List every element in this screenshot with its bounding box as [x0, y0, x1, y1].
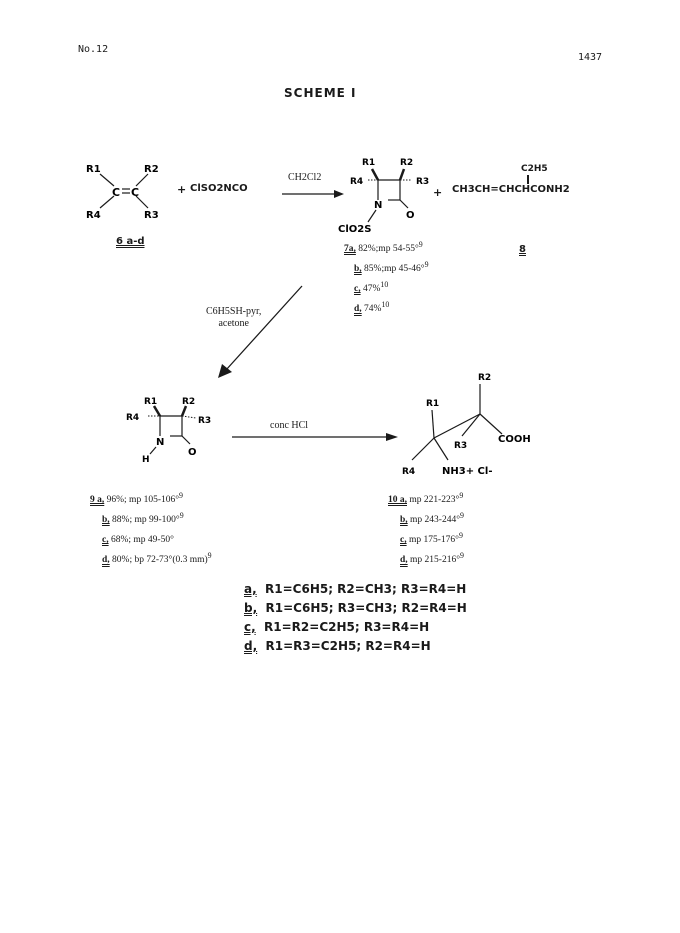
amino-acid-10-structure: R2 R1 COOH R3 R4 NH3+ Cl-: [398, 364, 548, 482]
reaction-arrow-2: [210, 282, 310, 382]
r3-label: R3: [144, 210, 159, 221]
reaction-arrow-1: [282, 185, 344, 198]
scheme-title: SCHEME I: [284, 86, 357, 100]
oxygen-label: O: [188, 447, 197, 458]
r4-label: R4: [350, 177, 363, 187]
alkene-structure: R1 R2 R4 R3 C C: [82, 160, 172, 230]
yield-7a: 7a, 82%;mp 54-55°9: [344, 240, 423, 255]
definition-d: d, R1=R3=C2H5; R2=R4=H: [244, 639, 431, 653]
reaction-arrow-3: [232, 428, 398, 441]
ammonium-chloride-label: NH3+ Cl-: [442, 466, 492, 477]
yield-9a: 9 a, 96%; mp 105-106°9: [90, 491, 183, 506]
r2-label: R2: [182, 397, 195, 407]
r1-label: R1: [144, 397, 157, 407]
cooh-label: COOH: [498, 434, 531, 445]
yield-10d: d, mp 215-216°9: [400, 551, 464, 566]
thiol-reagent: C6H5SH-pyr, acetone: [206, 306, 262, 329]
journal-issue: No.12: [78, 44, 109, 55]
r1-label: R1: [362, 158, 375, 168]
r3-label: R3: [454, 441, 467, 451]
yield-7b: b, 85%;mp 45-46°9: [354, 260, 429, 275]
compound-8-bond: [527, 175, 529, 184]
compound-6-label: 6 a-d: [116, 236, 145, 247]
page-number: 1437: [578, 52, 603, 63]
beta-lactam-7-structure: R1 R2 R4 R3 N O ClO2S: [330, 152, 440, 242]
clo2s-label: ClO2S: [338, 224, 371, 235]
csi-reagent: ClSO2NCO: [190, 183, 248, 194]
yields-9-list: 9 a, 96%; mp 105-106°9 b, 88%; mp 99-100…: [90, 488, 212, 569]
r4-label: R4: [126, 413, 139, 423]
oxygen-label: O: [406, 210, 415, 221]
yield-10a: 10 a, mp 221-223°9: [388, 491, 464, 506]
yield-9b: b, 88%; mp 99-100°9: [102, 511, 184, 526]
yields-7-list: 7a, 82%;mp 54-55°9 b, 85%;mp 45-46°9 c, …: [344, 237, 429, 318]
plus-sign-1: +: [177, 183, 187, 196]
yield-10b: b, mp 243-244°9: [400, 511, 464, 526]
yield-7c: c, 47%10: [354, 280, 389, 295]
yields-10-list: 10 a, mp 221-223°9 b, mp 243-244°9 c, mp…: [388, 488, 464, 569]
yield-9d: d, 80%; bp 72-73°(0.3 mm)9: [102, 551, 212, 566]
azetidinone-9-structure: R1 R2 R4 R3 N O H: [118, 392, 218, 470]
nitrogen-label: N: [374, 200, 382, 211]
plus-sign-2: +: [433, 186, 443, 199]
yield-7d: d, 74%10: [354, 300, 390, 315]
hydrogen-label: H: [142, 455, 150, 465]
r2-label: R2: [144, 164, 159, 175]
compound-8-substituent: C2H5: [521, 164, 548, 174]
r1-label: R1: [426, 399, 439, 409]
compound-8-label: 8: [519, 244, 526, 255]
r3-label: R3: [198, 416, 211, 426]
r2-label: R2: [478, 373, 491, 383]
svg-text:C: C: [112, 186, 120, 199]
substituent-definitions: a, R1=C6H5; R2=CH3; R3=R4=H b, R1=C6H5; …: [244, 580, 467, 656]
r1-label: R1: [86, 164, 101, 175]
definition-a: a, R1=C6H5; R2=CH3; R3=R4=H: [244, 582, 467, 596]
compound-8-formula: CH3CH=CHCHCONH2: [452, 184, 570, 195]
solvent-label: CH2Cl2: [288, 172, 322, 183]
r3-label: R3: [416, 177, 429, 187]
yield-9c: c, 68%; mp 49-50°: [102, 535, 174, 546]
nitrogen-label: N: [156, 437, 164, 448]
r2-label: R2: [400, 158, 413, 168]
svg-text:C: C: [131, 186, 139, 199]
hcl-reagent: conc HCl: [270, 420, 309, 431]
definition-c: c, R1=R2=C2H5; R3=R4=H: [244, 620, 430, 634]
yield-10c: c, mp 175-176°9: [400, 531, 463, 546]
definition-b: b, R1=C6H5; R3=CH3; R2=R4=H: [244, 601, 467, 615]
r4-label: R4: [86, 210, 101, 221]
r4-label: R4: [402, 467, 415, 477]
